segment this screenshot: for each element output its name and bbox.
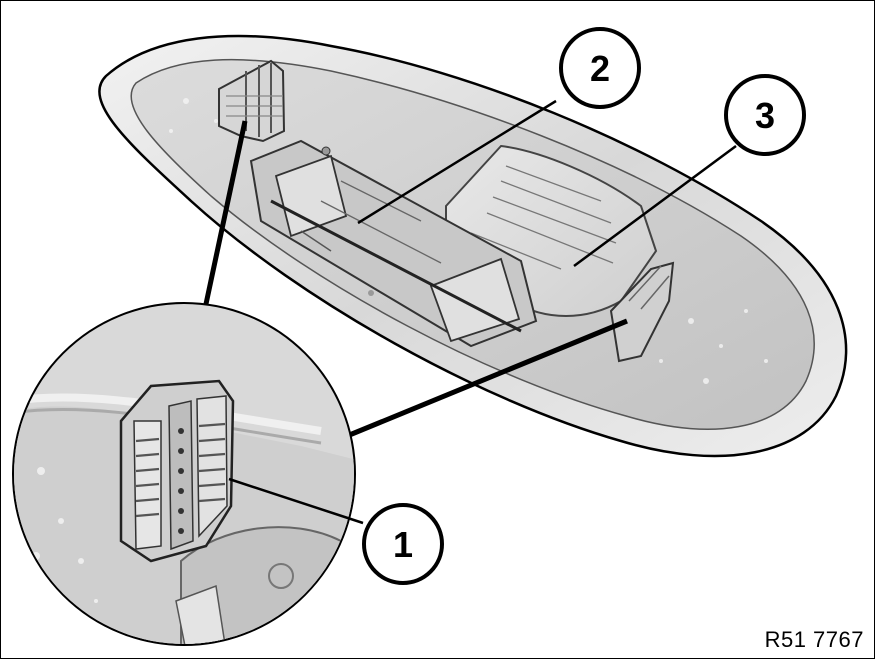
magnified-clip	[119, 379, 235, 563]
callout-3: 3	[724, 74, 806, 156]
detail-magnifier	[12, 302, 356, 646]
figure-reference-code: R51 7767	[758, 625, 870, 655]
upper-clip	[218, 59, 286, 143]
callout-2: 2	[559, 27, 641, 109]
callout-1: 1	[362, 503, 444, 585]
hinge-bracket	[249, 139, 538, 348]
callout-3-label: 3	[755, 95, 775, 136]
right-clip	[609, 261, 675, 363]
callout-1-label: 1	[393, 524, 413, 565]
zoom-leader-lines	[203, 120, 628, 439]
callout-leaders	[228, 99, 737, 525]
callout-2-label: 2	[590, 48, 610, 89]
